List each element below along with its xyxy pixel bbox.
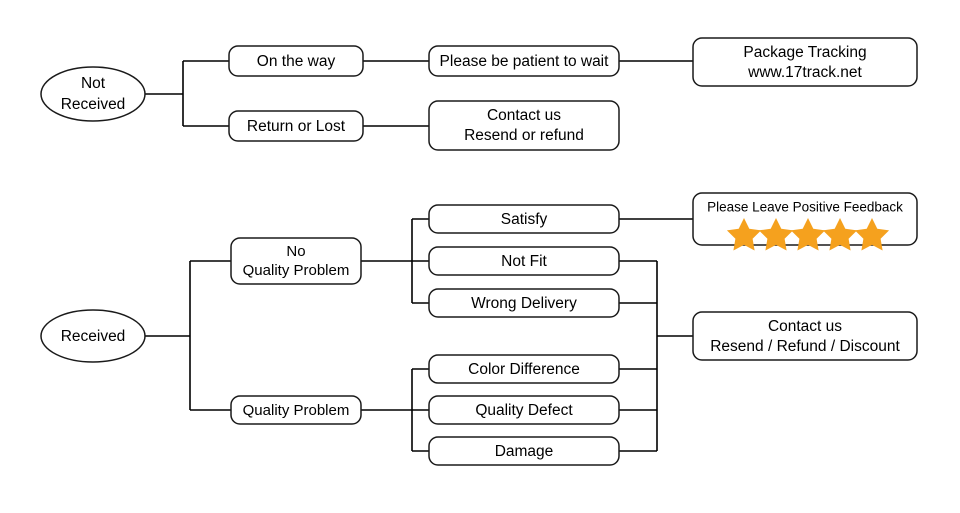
rounded-rect-shape	[692, 37, 918, 87]
node-label: Satisfy	[501, 211, 548, 228]
node-package-tracking[interactable]: Package Tracking www.17track.net	[692, 37, 918, 87]
node-label: On the way	[257, 53, 336, 70]
node-positive-feedback[interactable]: Please Leave Positive Feedback	[692, 192, 918, 251]
star-icon[interactable]	[726, 218, 762, 251]
node-label-line2: Resend or refund	[464, 127, 584, 144]
node-label-line1: Contact us	[487, 107, 561, 124]
ellipse-shape	[40, 66, 146, 122]
node-label-line2: Quality Problem	[243, 262, 350, 279]
ellipse-shape	[40, 309, 146, 363]
node-not-fit[interactable]: Not Fit	[428, 246, 620, 276]
rounded-rect-shape	[228, 45, 364, 77]
connector-group-no-quality-problem-fanout	[361, 218, 429, 304]
node-quality-defect[interactable]: Quality Defect	[428, 395, 620, 425]
node-label-line1: No	[286, 243, 305, 260]
star-icon[interactable]	[854, 218, 890, 251]
star-rating[interactable]	[726, 218, 890, 251]
node-not-received[interactable]: Not Received	[40, 66, 146, 122]
node-contact-us-resend-or-refund[interactable]: Contact us Resend or refund	[428, 100, 620, 151]
node-label: Damage	[495, 443, 554, 460]
node-no-quality-problem[interactable]: No Quality Problem	[230, 237, 362, 285]
node-label-line1: Not	[81, 75, 106, 92]
node-label: Color Difference	[468, 361, 580, 378]
rounded-rect-shape	[692, 311, 918, 361]
star-icon[interactable]	[822, 218, 858, 251]
node-damage[interactable]: Damage	[428, 436, 620, 466]
rounded-rect-shape	[428, 354, 620, 384]
node-label: Not Fit	[501, 253, 547, 270]
node-contact-us-resend-refund-discount[interactable]: Contact us Resend / Refund / Discount	[692, 311, 918, 361]
node-wrong-delivery[interactable]: Wrong Delivery	[428, 288, 620, 318]
node-label-line2: www.17track.net	[747, 64, 862, 81]
node-label: Please Leave Positive Feedback	[707, 200, 903, 215]
node-label: Please be patient to wait	[440, 53, 610, 70]
node-label: Quality Defect	[475, 402, 573, 419]
rounded-rect-shape	[428, 395, 620, 425]
connector-group-not-received-root	[145, 60, 229, 127]
node-label-line2: Resend / Refund / Discount	[710, 338, 900, 355]
rounded-rect-shape	[230, 237, 362, 285]
rounded-rect-shape	[428, 100, 620, 151]
rounded-rect-shape	[428, 246, 620, 276]
node-quality-problem[interactable]: Quality Problem	[230, 395, 362, 425]
node-label-line2: Received	[61, 96, 126, 113]
connector-group-received-root	[145, 260, 231, 411]
node-received[interactable]: Received	[40, 309, 146, 363]
node-on-the-way[interactable]: On the way	[228, 45, 364, 77]
node-label: Wrong Delivery	[471, 295, 577, 312]
rounded-rect-shape	[428, 288, 620, 318]
node-label-line1: Package Tracking	[743, 44, 866, 61]
star-icon[interactable]	[790, 218, 826, 251]
node-label: Received	[61, 328, 126, 345]
rounded-rect-shape	[230, 395, 362, 425]
node-satisfy[interactable]: Satisfy	[428, 204, 620, 234]
node-please-be-patient-to-wait[interactable]: Please be patient to wait	[428, 45, 620, 77]
rounded-rect-shape	[228, 110, 364, 142]
connector-group-not-received-stage1-stage2	[363, 60, 429, 127]
node-label-line1: Contact us	[768, 318, 842, 335]
node-return-or-lost[interactable]: Return or Lost	[228, 110, 364, 142]
rounded-rect-shape	[428, 204, 620, 234]
rounded-rect-shape	[428, 45, 620, 77]
connector-group-quality-problem-fanout	[361, 368, 429, 452]
node-label: Return or Lost	[247, 118, 346, 135]
rounded-rect-shape	[428, 436, 620, 466]
connector-group-merge-to-contact	[619, 260, 693, 452]
star-icon[interactable]	[758, 218, 794, 251]
node-label: Quality Problem	[243, 402, 350, 419]
node-color-difference[interactable]: Color Difference	[428, 354, 620, 384]
